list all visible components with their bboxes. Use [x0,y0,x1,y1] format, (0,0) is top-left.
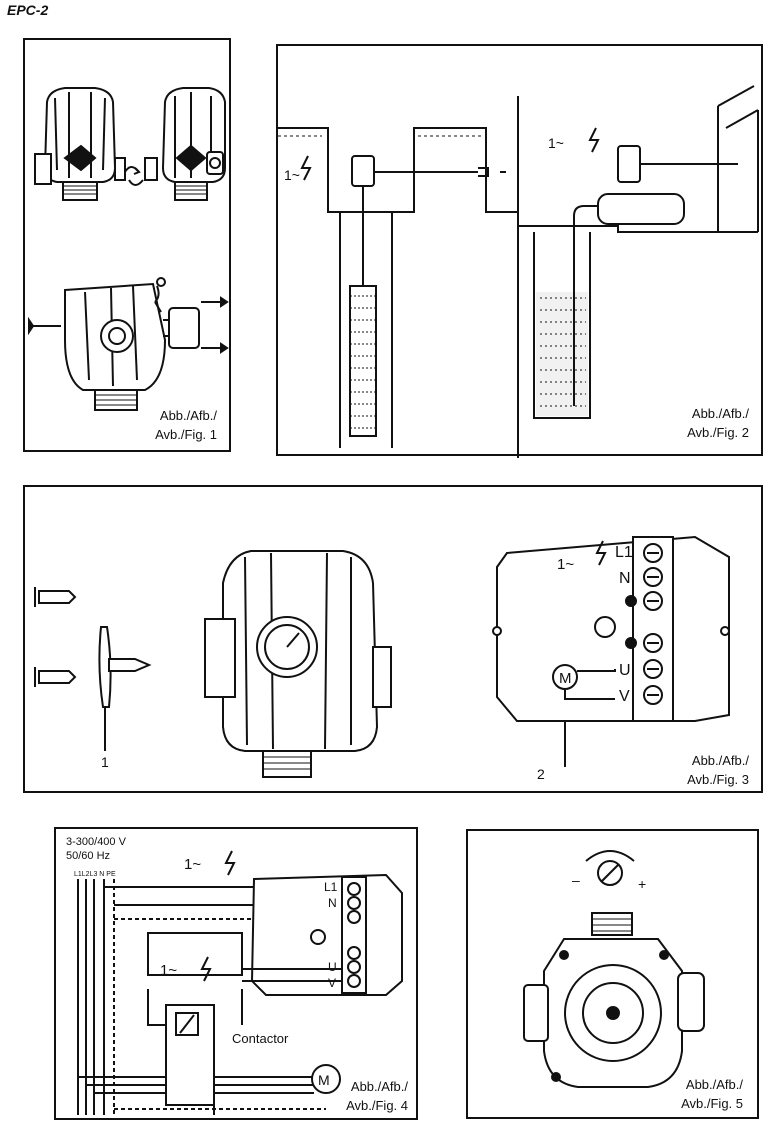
bus-labels: L1L2L3 N PE [74,871,116,878]
figure-1-panel: Abb./Afb./ Avb./Fig. 1 [23,38,231,452]
callout-2: 2 [537,766,545,782]
motor-symbol [311,1064,341,1094]
figure-2-panel: 1~ 1~ Abb./Afb./ Avb./Fig. 2 [276,44,763,458]
box-terminal-n: N [328,896,337,910]
lightning-icon [595,540,607,566]
figure-1-caption-line1: Abb./Afb./ [159,408,217,423]
contactor-label: Contactor [232,1031,289,1046]
terminal-v: V [619,688,630,705]
tank-illustration [533,85,759,419]
borehole-supply-label: 1~ [284,167,300,183]
figure-3-drawing: 1 1~ [34,535,730,782]
figure-3-panel: 1 1~ [23,485,763,793]
lightning-icon [300,155,312,181]
increase-label: + [638,876,646,892]
box-terminal-l1: L1 [324,880,338,894]
lightning-icon [224,850,236,876]
screws-illustration [34,587,77,687]
figure-5-caption-line1: Abb./Afb./ [685,1077,743,1092]
figure-2-caption-line1: Abb./Afb./ [691,406,749,421]
supply-frequency-label: 50/60 Hz [66,850,110,862]
figure-1-caption-line2: Avb./Fig. 1 [155,427,217,442]
box-terminal-v: V [328,976,336,990]
decrease-label: – [572,872,580,888]
figure-4-drawing: 3-300/400 V 50/60 Hz L1L2L3 N PE 1~ L1 N… [66,836,403,1115]
lightning-icon [588,127,600,153]
figure-2-drawing: 1~ 1~ [278,85,759,458]
control-phase-label: 1~ [160,962,177,979]
figure-5-caption-line2: Avb./Fig. 5 [681,1096,743,1111]
figure-5-panel: – + Abb./Afb./ Avb./Fig. 5 [466,829,759,1119]
figure-1-drawing [28,87,229,411]
figure-3-caption-line1: Abb./Afb./ [691,753,749,768]
figure-2-caption-line2: Avb./Fig. 2 [687,425,749,440]
terminal-n: N [619,570,631,587]
supply-bus-lines [77,879,346,1115]
figure-4-caption-line2: Avb./Fig. 4 [346,1098,408,1113]
figure-4-panel: 3-300/400 V 50/60 Hz L1L2L3 N PE 1~ L1 N… [54,827,418,1120]
callout-1: 1 [101,754,109,770]
adjustment-screw-icon [585,850,635,886]
motor-label: M [318,1072,330,1088]
pressure-switch-box [250,873,403,996]
gasket-illustration [98,626,152,751]
control-circuit [147,932,342,1115]
pressure-switch-illustration [204,550,392,778]
figure-4-caption-line1: Abb./Afb./ [350,1079,408,1094]
terminal-l1: L1 [615,544,633,561]
borehole-illustration [339,186,393,448]
box-terminal-u: U [328,960,337,974]
exploded-view-illustration [28,277,229,411]
figure-5-drawing: – + [523,850,705,1088]
borehole-pressure-switch [351,155,506,187]
supply-voltage-label: 3-300/400 V [66,836,127,848]
supply-phase-label: 1~ [184,856,201,873]
ground-profile [278,96,758,458]
terminal-u: U [619,662,631,679]
lightning-icon [200,956,212,982]
pressure-switch-rear-illustration [144,87,226,201]
pressure-switch-front-illustration [34,87,126,201]
swap-arrows-icon [124,166,144,186]
document-header: EPC-2 [7,2,49,18]
figure-3-caption-line2: Avb./Fig. 3 [687,772,749,787]
pressure-switch-open-illustration [523,912,705,1088]
tank-supply-label: 1~ [548,135,564,151]
motor-label: M [559,670,572,687]
box-supply-label: 1~ [557,556,574,573]
terminal-box [492,535,730,767]
